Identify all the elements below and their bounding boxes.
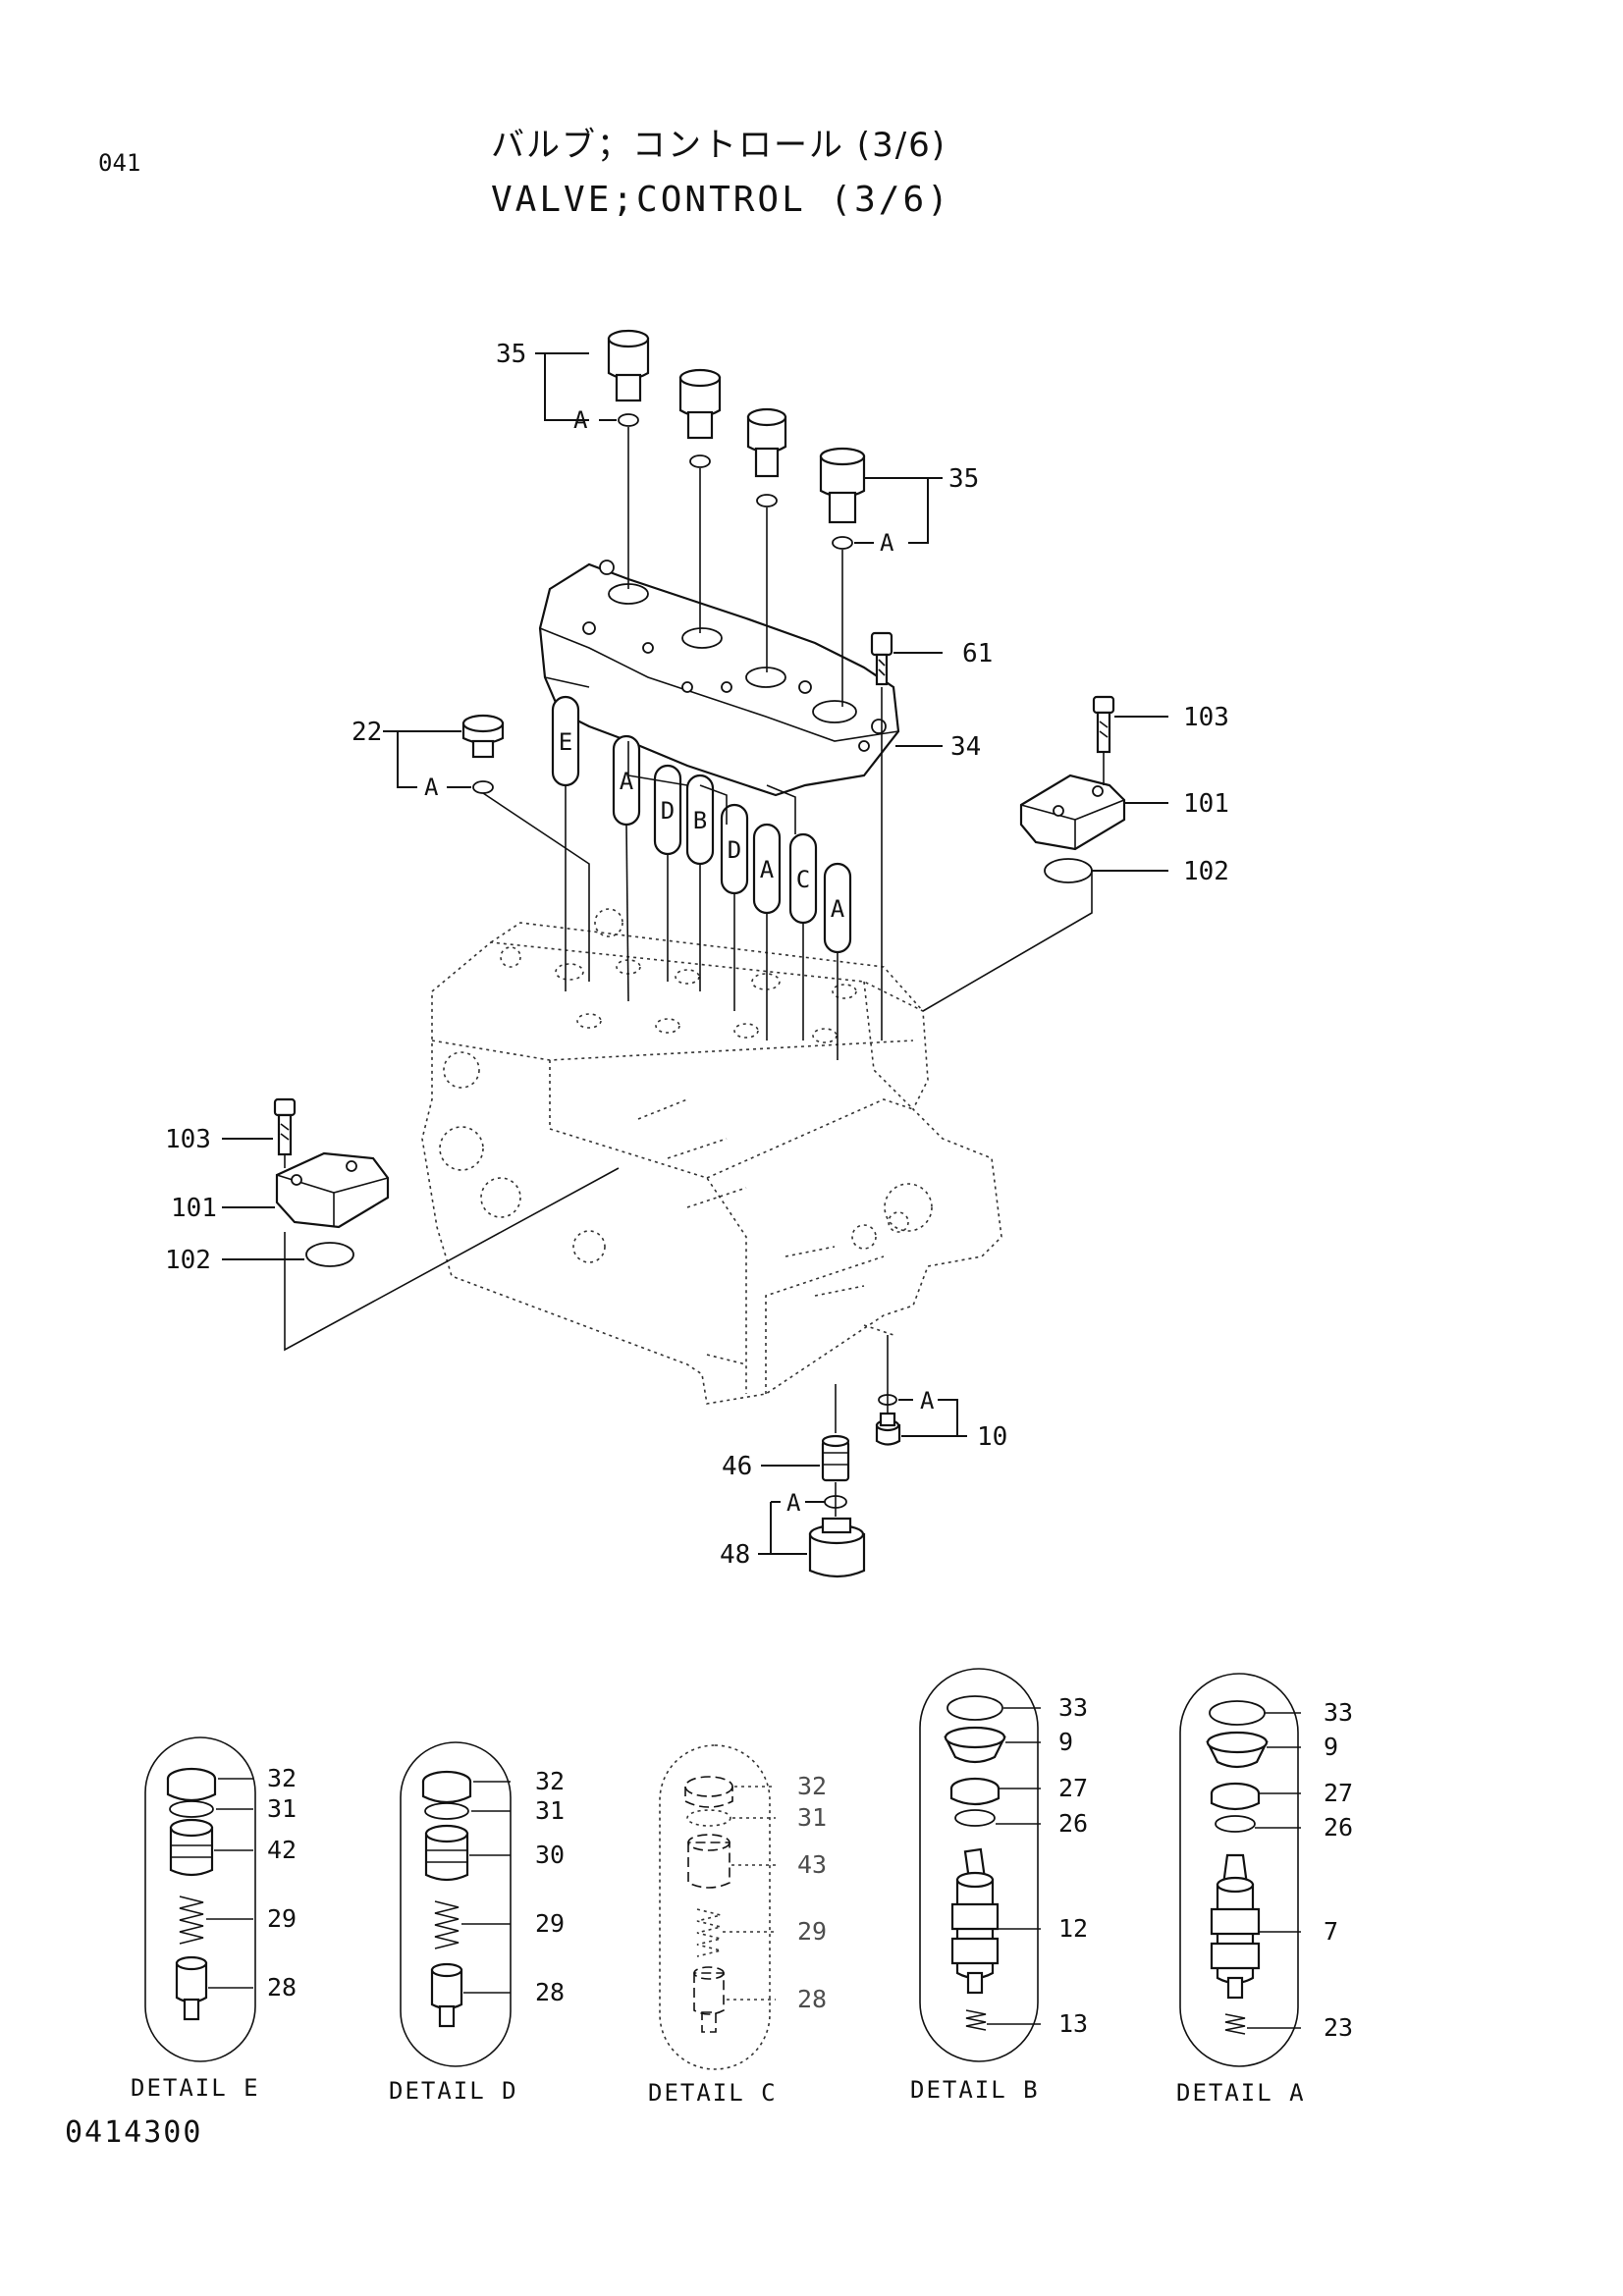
callout: 35 [948,464,979,494]
detail-e-labels: 32 31 42 29 28 [267,1764,297,2002]
callout: 22 [352,718,382,747]
bottom-parts [808,1394,901,1578]
callout: 10 [977,1422,1007,1452]
detail-label: 12 [1058,1914,1088,1943]
detail-label: 42 [267,1836,297,1864]
callout: 46 [722,1452,752,1481]
a-label: A [573,406,588,434]
passage-capsules [551,695,852,954]
a-label: A [424,774,439,801]
seal-reference-labels: A A A A A [424,406,935,1517]
detail-label: 29 [797,1917,827,1946]
detail-label: 31 [797,1803,827,1832]
detail-c-labels: 32 31 43 29 28 [797,1772,827,2013]
detail-label: 28 [535,1978,565,2006]
leader-lines [222,352,1168,1555]
passage-label: D [661,797,675,825]
detail-label: 29 [535,1909,565,1938]
passage-label: A [831,895,845,923]
detail-caption: DETAIL B [910,2076,1040,2104]
detail-b [919,1668,1041,2062]
passage-label: B [693,807,707,834]
top-cover [538,560,900,797]
flange-left [273,1097,390,1267]
detail-b-labels: 33 9 27 26 12 13 [1058,1693,1088,2038]
detail-label: 13 [1058,2009,1088,2038]
a-label: A [920,1387,935,1415]
detail-label: 28 [797,1985,827,2013]
detail-label: 31 [535,1796,565,1825]
drawing-number: 0414300 [65,2115,203,2150]
callout: 101 [1183,789,1229,819]
passage-label: A [760,856,775,883]
a-label: A [786,1489,801,1517]
detail-label: 9 [1058,1728,1073,1756]
detail-label: 27 [1058,1774,1088,1802]
a-label: A [880,529,894,557]
detail-label: 29 [267,1904,297,1933]
assembly-lines [284,427,1105,1517]
title-japanese: バルブ；コントロール (3/6) [491,126,947,165]
detail-e [144,1736,256,2062]
bolt-61 [870,631,893,686]
callout: 61 [962,639,993,668]
passage-label: A [620,768,634,795]
passage-label: E [559,728,572,756]
callout: 103 [165,1125,211,1154]
detail-label: 23 [1324,2013,1353,2042]
detail-d-labels: 32 31 30 29 28 [535,1767,565,2006]
detail-a [1179,1673,1301,2067]
detail-a-labels: 33 9 27 26 7 23 [1324,1698,1353,2042]
detail-label: 7 [1324,1917,1338,1946]
detail-label: 32 [535,1767,565,1795]
plugs-35 [607,329,866,550]
detail-label: 33 [1324,1698,1353,1727]
title-english: VALVE;CONTROL (3/6) [491,180,951,220]
detail-label: 27 [1324,1779,1353,1807]
callout: 102 [165,1246,211,1275]
detail-c [659,1744,776,2070]
detail-label: 33 [1058,1693,1088,1722]
flange-right [1019,695,1126,883]
detail-label: 31 [267,1794,297,1823]
callout: 103 [1183,703,1229,732]
passage-label: D [728,836,741,864]
passage-label: C [796,866,810,893]
detail-caption: DETAIL D [389,2077,518,2105]
detail-label: 43 [797,1850,827,1879]
page-number: 041 [98,149,141,177]
callout-numbers: 35 35 61 103 34 101 102 22 103 101 102 1… [165,340,1229,1570]
detail-label: 32 [797,1772,827,1800]
callout: 48 [720,1540,750,1570]
detail-d [400,1741,512,2067]
plug-22 [461,714,505,794]
detail-label: 28 [267,1973,297,2002]
callout: 102 [1183,857,1229,886]
detail-caption: DETAIL A [1176,2079,1306,2107]
detail-label: 9 [1324,1733,1338,1761]
detail-caption: DETAIL E [131,2074,260,2102]
detail-label: 32 [267,1764,297,1792]
detail-caption: DETAIL C [648,2079,778,2107]
callout: 35 [496,340,526,369]
valve-body [421,908,1002,1405]
callout: 101 [171,1194,217,1223]
detail-label: 26 [1324,1813,1353,1842]
callout: 34 [950,732,981,762]
detail-label: 30 [535,1841,565,1869]
passage-labels: E A D B D A C A [559,728,845,923]
detail-label: 26 [1058,1809,1088,1838]
